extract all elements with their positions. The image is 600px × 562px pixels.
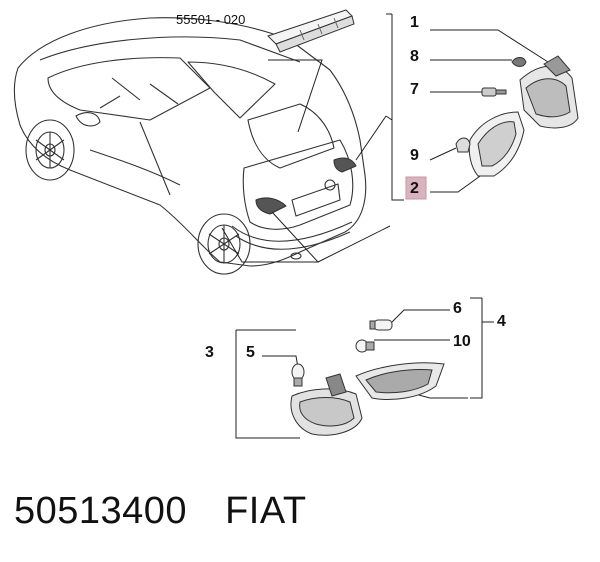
exploded-parts-diagram: 55501 - 020 [13, 9, 579, 439]
callout-1: 1 [410, 14, 419, 31]
bulb-part-10 [355, 339, 375, 353]
callout-2: 2 [410, 180, 419, 197]
lamp-assembly-3 [290, 373, 363, 436]
part-number: 50513400 [14, 490, 188, 532]
callout-3: 3 [205, 344, 214, 361]
callout-6: 6 [453, 300, 462, 317]
brand-name: FIAT [225, 490, 307, 532]
part-code-label: 55501 - 020 [176, 12, 245, 27]
rear-lamp-inner-assembly [468, 111, 525, 177]
bulb-part-6 [369, 319, 393, 331]
nut-part [511, 57, 527, 67]
rear-lamp-outer-assembly [519, 55, 579, 129]
callout-7: 7 [410, 81, 419, 98]
callout-4: 4 [497, 313, 506, 330]
callout-10: 10 [453, 333, 471, 350]
third-brake-light-part [267, 9, 355, 53]
callout-highlight-box [405, 176, 427, 200]
clip-part [455, 137, 471, 153]
car-illustration [13, 17, 367, 275]
footer-part-info: 50513400 FIAT [14, 490, 307, 533]
callout-8: 8 [410, 48, 419, 65]
bulb-part-5 [291, 363, 305, 387]
screw-part [481, 87, 507, 97]
callout-9: 9 [410, 147, 419, 164]
leader-lines [221, 13, 549, 439]
callout-5: 5 [246, 344, 255, 361]
lamp-assembly-4 [355, 362, 445, 400]
